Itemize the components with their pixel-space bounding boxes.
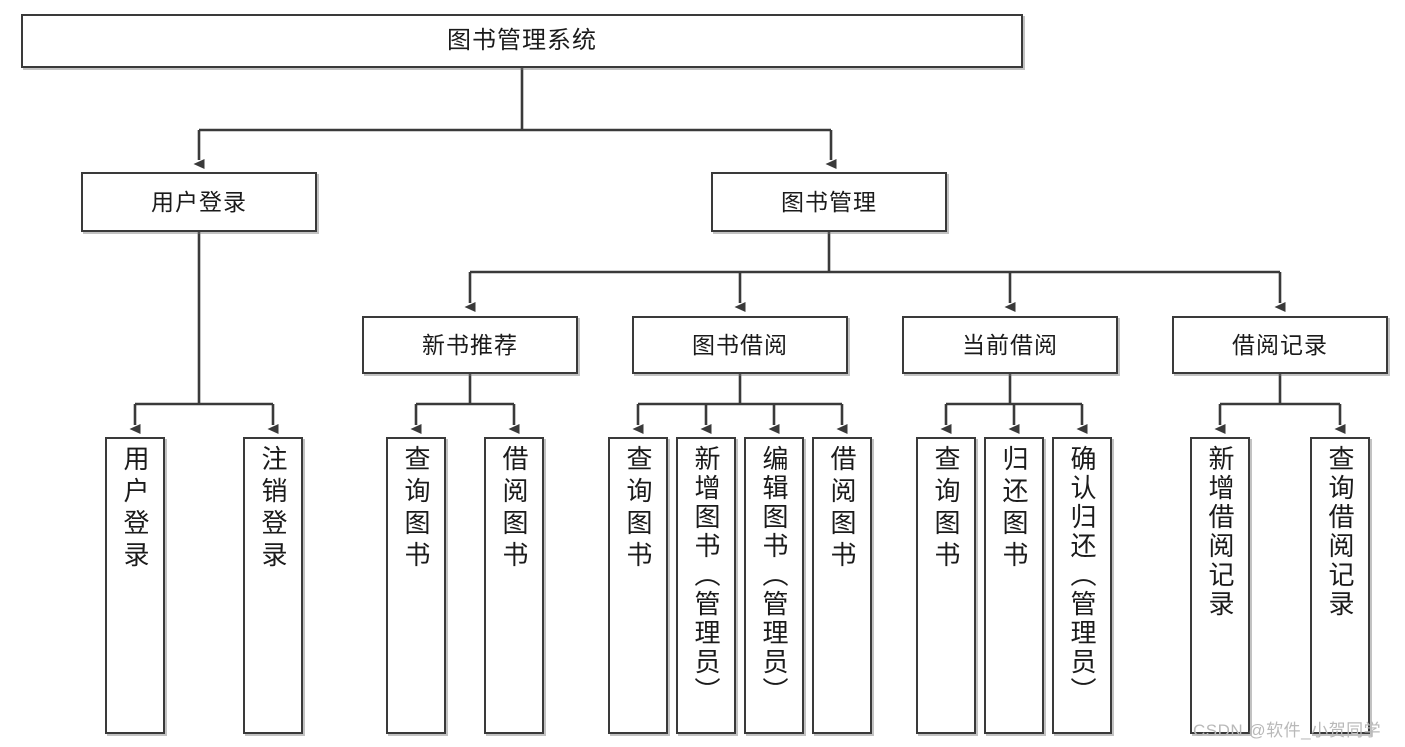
node-root[interactable]: 图书管理系统 <box>21 14 1023 68</box>
node-borrow-record[interactable]: 借阅记录 <box>1172 316 1388 374</box>
node-book-borrow[interactable]: 图书借阅 <box>632 316 848 374</box>
node-label: 注销登录 <box>258 445 288 573</box>
leaf-logout[interactable]: 注销登录 <box>243 437 303 734</box>
watermark-text: CSDN @软件_小贺同学 <box>1193 721 1382 740</box>
node-label: 归还图书 <box>999 445 1029 573</box>
leaf-query-borrow-record[interactable]: 查询借阅记录 <box>1310 437 1370 734</box>
node-label: 新增借阅记录 <box>1205 445 1235 619</box>
node-book-management[interactable]: 图书管理 <box>711 172 947 232</box>
node-new-book-recommend[interactable]: 新书推荐 <box>362 316 578 374</box>
node-label: 借阅记录 <box>1232 331 1328 358</box>
leaf-borrow-books-recommend[interactable]: 借阅图书 <box>484 437 544 734</box>
leaf-query-books-borrow[interactable]: 查询图书 <box>608 437 668 734</box>
node-label: 确认归还（管理员） <box>1067 445 1097 706</box>
node-label: 用户登录 <box>120 445 150 573</box>
leaf-edit-book-admin[interactable]: 编辑图书（管理员） <box>744 437 804 734</box>
node-label: 当前借阅 <box>962 331 1058 358</box>
node-label: 新书推荐 <box>422 331 518 358</box>
leaf-user-login[interactable]: 用户登录 <box>105 437 165 734</box>
leaf-confirm-return-admin[interactable]: 确认归还（管理员） <box>1052 437 1112 734</box>
leaf-query-books-current[interactable]: 查询图书 <box>916 437 976 734</box>
node-label: 编辑图书（管理员） <box>759 445 789 706</box>
node-label: 查询图书 <box>401 445 431 573</box>
node-label: 新增图书（管理员） <box>691 445 721 706</box>
leaf-add-borrow-record[interactable]: 新增借阅记录 <box>1190 437 1250 734</box>
node-label: 图书管理系统 <box>447 27 597 55</box>
leaf-return-books[interactable]: 归还图书 <box>984 437 1044 734</box>
node-label: 图书借阅 <box>692 331 788 358</box>
node-label: 图书管理 <box>781 188 877 215</box>
node-user-login[interactable]: 用户登录 <box>81 172 317 232</box>
leaf-query-books-recommend[interactable]: 查询图书 <box>386 437 446 734</box>
node-label: 用户登录 <box>151 188 247 215</box>
node-label: 借阅图书 <box>499 445 529 573</box>
leaf-add-book-admin[interactable]: 新增图书（管理员） <box>676 437 736 734</box>
leaf-borrow-books[interactable]: 借阅图书 <box>812 437 872 734</box>
node-label: 借阅图书 <box>827 445 857 573</box>
node-label: 查询图书 <box>623 445 653 573</box>
node-label: 查询借阅记录 <box>1325 445 1355 619</box>
node-current-borrow[interactable]: 当前借阅 <box>902 316 1118 374</box>
node-label: 查询图书 <box>931 445 961 573</box>
